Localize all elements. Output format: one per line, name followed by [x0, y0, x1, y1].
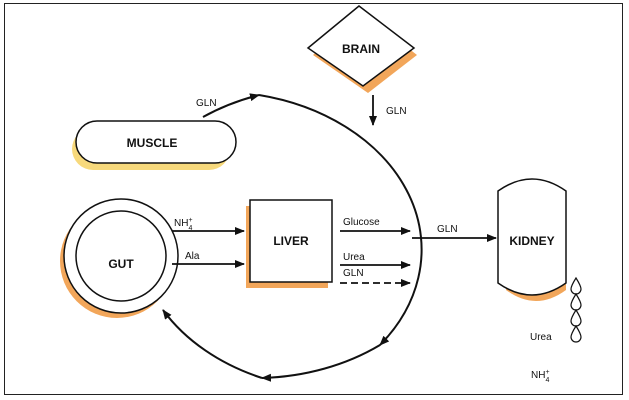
droplet-icon	[570, 276, 582, 295]
circulation-arc-bottom	[261, 344, 381, 382]
urine-urea-label: Urea	[530, 332, 552, 343]
liver-node: LIVER	[246, 199, 333, 288]
ala-edge-label: Ala	[185, 251, 200, 262]
liver-gln-label: GLN	[343, 268, 364, 279]
muscle-label: MUSCLE	[127, 136, 178, 150]
droplet-icon	[570, 324, 582, 343]
kidney-node: KIDNEY	[497, 178, 567, 301]
urine-nh4-label: NH+4	[531, 369, 550, 384]
circulation-arc-left	[162, 309, 263, 379]
gut-label: GUT	[108, 257, 134, 271]
circulation-arc-top	[202, 93, 260, 118]
liver-label: LIVER	[273, 234, 309, 248]
muscle-gln-label: GLN	[196, 98, 217, 109]
gut-node: GUT	[60, 198, 179, 318]
droplet-icon	[570, 292, 582, 311]
brain-node: BRAIN	[306, 5, 417, 93]
urine-droplets	[570, 276, 582, 343]
droplet-icon	[570, 308, 582, 327]
kidney-gln-label: GLN	[437, 224, 458, 235]
kidney-label: KIDNEY	[509, 234, 554, 248]
urea-edge-label: Urea	[343, 252, 365, 263]
brain-label: BRAIN	[342, 42, 380, 56]
nh4-edge-label: NH+4	[174, 217, 193, 232]
circulation-arc-right	[258, 94, 423, 346]
muscle-node: MUSCLE	[72, 120, 237, 170]
brain-gln-label: GLN	[386, 106, 407, 117]
glucose-label: Glucose	[343, 217, 380, 228]
